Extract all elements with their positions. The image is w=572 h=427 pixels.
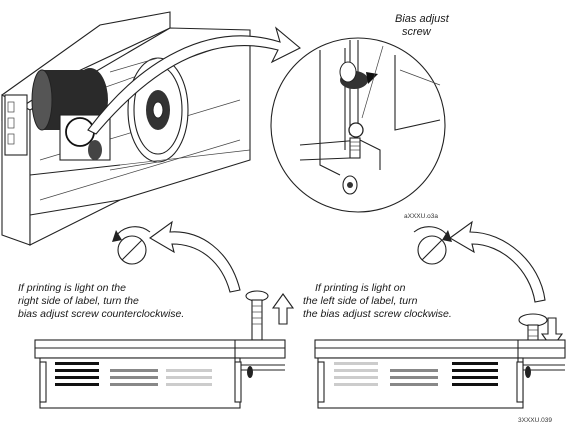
figure-code-top: aXXXU.o3a bbox=[404, 213, 438, 220]
counterclockwise-icon bbox=[112, 226, 151, 265]
left-panel: If printing is light on the right side o… bbox=[18, 220, 295, 409]
callout-label-line1: Bias adjust bbox=[395, 13, 450, 25]
callout-label-line2: screw bbox=[402, 26, 432, 38]
left-text-line1: If printing is light on the bbox=[18, 282, 126, 294]
zoom-pointer-arrow bbox=[87, 26, 301, 135]
right-curved-arrow bbox=[448, 220, 546, 303]
zoom-detail bbox=[270, 37, 446, 213]
left-text-line2: right side of label, turn the bbox=[18, 295, 139, 307]
right-text-line1: If printing is light on bbox=[315, 282, 406, 294]
right-panel: If printing is light on the left side of… bbox=[303, 220, 566, 409]
left-curved-arrow bbox=[148, 220, 241, 293]
up-arrow-icon bbox=[271, 293, 295, 325]
printer-illustration bbox=[1, 11, 251, 246]
right-text-line2: the left side of label, turn bbox=[303, 295, 418, 307]
clockwise-icon bbox=[413, 226, 452, 265]
screw-up-icon bbox=[245, 290, 295, 341]
right-text-line3: the bias adjust screw clockwise. bbox=[303, 308, 452, 320]
figure-code-bottom: 3XXXU.039 bbox=[518, 417, 552, 424]
left-text-line3: bias adjust screw counterclockwise. bbox=[18, 308, 184, 320]
